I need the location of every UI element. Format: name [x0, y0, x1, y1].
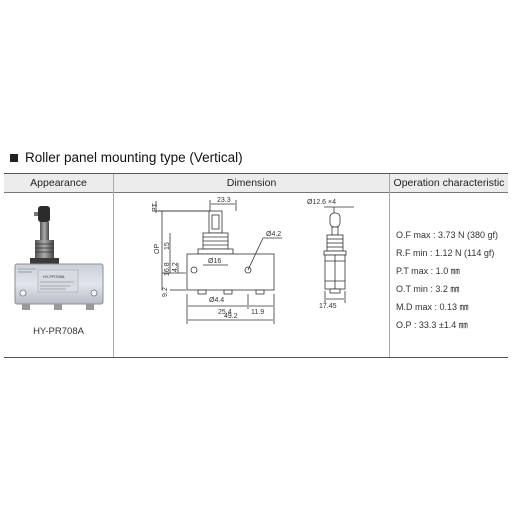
dimension-drawing: PT 23.3 Ø4.2 Ø16 Ø4.4 OP: [152, 197, 354, 324]
dim-17-45: 17.45: [319, 303, 337, 310]
spec-movement-differential: M.D max : 0.13 ㎜: [396, 302, 469, 312]
dim-phi-4-2: Ø4.2: [266, 231, 281, 238]
table-header-row: Appearance Dimension Operation character…: [4, 174, 508, 193]
column-divider: [113, 174, 114, 357]
dim-phi-4-4: Ø4.4: [209, 297, 224, 304]
dim-11-9: 11.9: [251, 309, 264, 316]
header-appearance: Appearance: [30, 177, 87, 189]
dim-25-4: 25.4: [218, 309, 232, 316]
model-name: HY-PR708A: [33, 326, 84, 337]
dim-9-2: 9.2: [162, 287, 169, 297]
spec-release-force: R.F min : 1.12 N (114 gf): [396, 248, 495, 258]
spec-operating-position: O.P : 33.3 ±1.4 ㎜: [396, 320, 468, 330]
label-pt: PT: [152, 202, 159, 212]
spec-pretravel: P.T max : 1.0 ㎜: [396, 266, 460, 276]
section-title: Roller panel mounting type (Vertical): [25, 150, 243, 165]
section-heading: Roller panel mounting type (Vertical): [10, 150, 243, 165]
dim-phi-12-6-x4: Ø12.6 ×4: [307, 199, 336, 206]
square-bullet-icon: [10, 153, 18, 162]
dim-23-3: 23.3: [217, 197, 231, 204]
product-photo: HY-PR708A: [14, 206, 104, 310]
dim-phi-16: Ø16: [208, 258, 221, 265]
dim-49-2: 49.2: [224, 313, 238, 320]
spec-table: Appearance Dimension Operation character…: [4, 173, 508, 358]
spec-overtravel: O.T min : 3.2 ㎜: [396, 284, 460, 294]
dim-4-2-vertical: 4.2: [172, 262, 179, 272]
label-op: OP: [154, 244, 161, 254]
operation-characteristics: O.F max : 3.73 N (380 gf) R.F min : 1.12…: [396, 226, 498, 334]
header-dimension: Dimension: [226, 177, 277, 189]
header-operation-characteristic: Operation characteristic: [393, 177, 505, 189]
column-divider: [389, 174, 390, 357]
dim-15: 15: [164, 242, 171, 250]
spec-operating-force: O.F max : 3.73 N (380 gf): [396, 230, 499, 240]
product-label: HY-PR708A: [43, 274, 65, 279]
dim-16-8: 16.8: [164, 262, 171, 276]
